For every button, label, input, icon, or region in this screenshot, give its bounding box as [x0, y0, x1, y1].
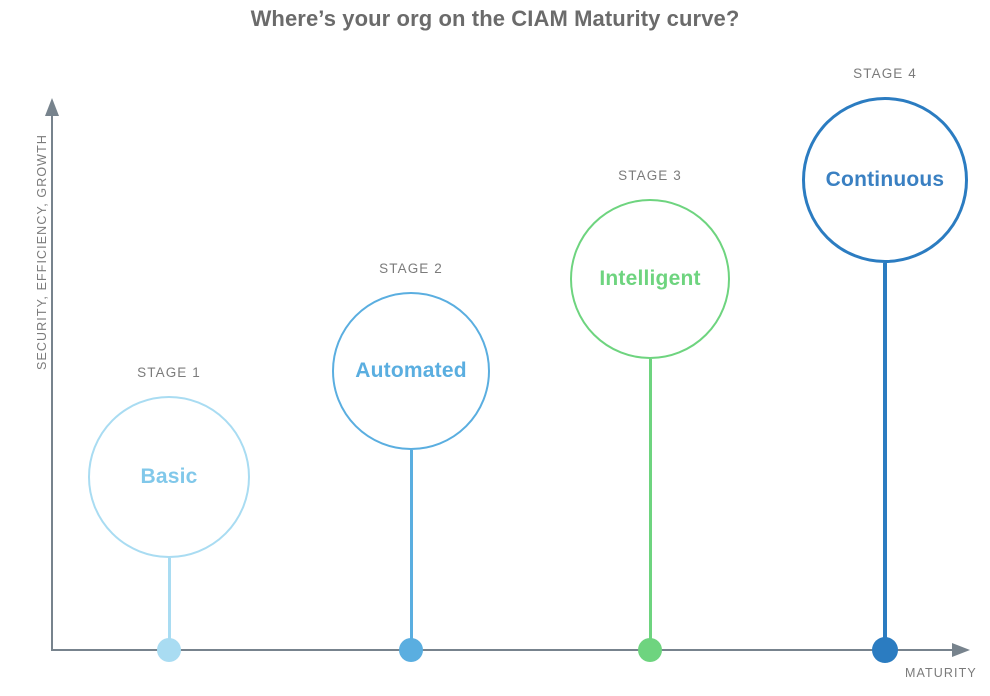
arrow-right-icon [952, 643, 970, 657]
stage-caption: STAGE 1 [137, 365, 201, 380]
stage-axis-dot[interactable] [157, 638, 181, 662]
y-axis [45, 98, 59, 651]
stage-caption: STAGE 3 [618, 168, 682, 183]
stage-bubble-label: Continuous [825, 168, 945, 191]
stage-caption: STAGE 4 [853, 66, 917, 81]
stage-bubble-label: Intelligent [599, 267, 701, 290]
stage-axis-dot[interactable] [638, 638, 662, 662]
stage-bubble[interactable]: Intelligent [570, 199, 730, 359]
stage-bubble[interactable]: Basic [88, 396, 250, 558]
stage-bubble-label: Basic [140, 465, 198, 488]
stage-bubble[interactable]: Automated [332, 292, 490, 450]
stage-stem [883, 263, 887, 650]
arrow-up-icon [45, 98, 59, 116]
stage-stem [409, 450, 413, 650]
x-axis [51, 643, 970, 657]
stage-bubble[interactable]: Continuous [802, 97, 968, 263]
stage-caption: STAGE 2 [379, 261, 443, 276]
stage-stem [167, 558, 171, 650]
stage-axis-dot[interactable] [872, 637, 898, 663]
y-axis-label: SECURITY, EFFICIENCY, GROWTH [35, 134, 49, 370]
x-axis-label: MATURITY [905, 666, 977, 680]
stage-bubble-label: Automated [355, 359, 467, 382]
page-title: Where’s your org on the CIAM Maturity cu… [250, 6, 740, 31]
stage-stem [648, 359, 652, 650]
stage-axis-dot[interactable] [399, 638, 423, 662]
